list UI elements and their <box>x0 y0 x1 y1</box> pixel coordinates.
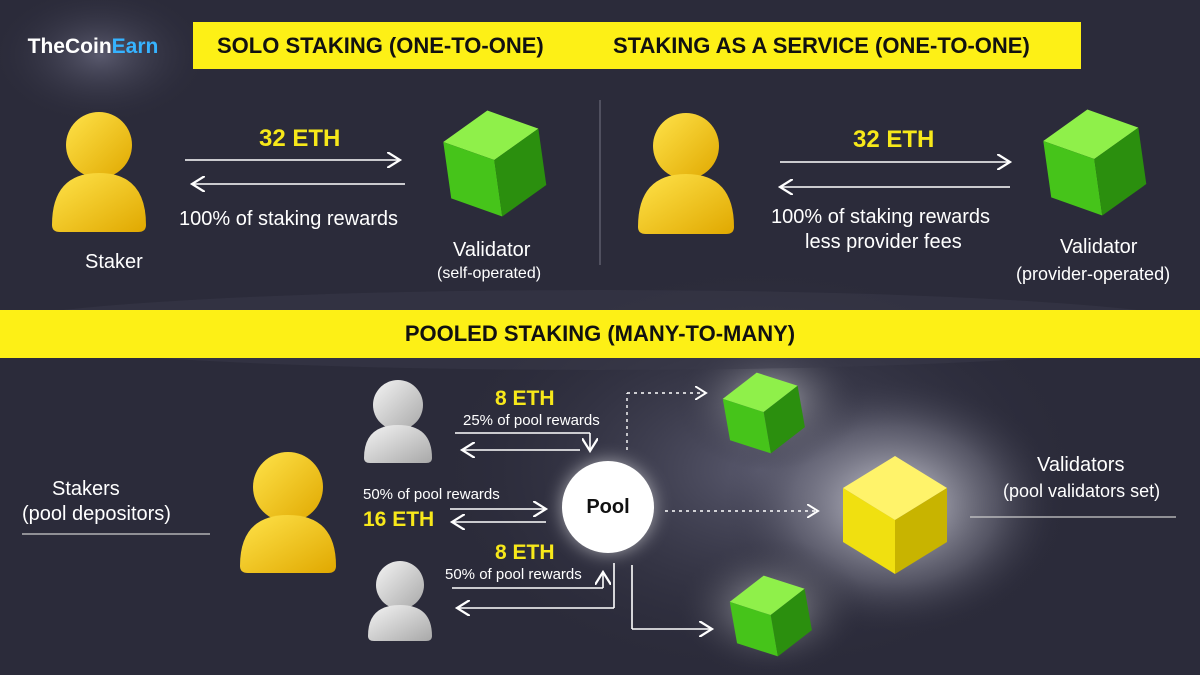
saas-heading: STAKING AS A SERVICE (ONE-TO-ONE) <box>613 32 1030 58</box>
pool-mid-deposit-label: 16 ETH <box>363 508 435 531</box>
validators-label: Validators <box>1037 454 1125 476</box>
solo-validator-label: Validator <box>453 239 531 261</box>
validators-note: (pool validators set) <box>1003 481 1161 501</box>
saas-validator-label: Validator <box>1060 236 1138 258</box>
saas-validator-note: (provider-operated) <box>1016 264 1171 284</box>
pooled-banner: POOLED STAKING (MANY-TO-MANY) <box>0 310 1200 358</box>
saas-staker-person-icon <box>638 113 734 234</box>
pool-top-deposit-label: 8 ETH <box>495 387 555 410</box>
pool-label: Pool <box>586 495 630 518</box>
pool-bottom-validator-cube-icon <box>729 575 812 657</box>
saas-validator-cube-icon <box>1043 109 1147 216</box>
saas-deposit-label: 32 ETH <box>853 126 935 153</box>
staker-bottom-person-icon <box>368 561 432 641</box>
pool-top-validator-cube-icon <box>722 372 805 454</box>
stakers-group-person-icon <box>240 452 336 573</box>
staker-label: Staker <box>85 251 143 273</box>
solo-rewards-label: 100% of staking rewards <box>179 208 399 230</box>
stakers-label: Stakers <box>52 478 120 500</box>
brand-name-part1: TheCoin <box>27 35 112 58</box>
pool-bottom-deposit-label: 8 ETH <box>495 541 555 564</box>
pool-top-rewards-label: 25% of pool rewards <box>463 412 600 429</box>
top-banner: SOLO STAKING (ONE-TO-ONE) STAKING AS A S… <box>193 22 1081 69</box>
pool-mid-rewards-label: 50% of pool rewards <box>363 486 500 503</box>
solo-validator-cube-icon <box>443 110 547 217</box>
solo-staking-heading: SOLO STAKING (ONE-TO-ONE) <box>217 32 544 58</box>
staker-person-icon <box>52 112 146 232</box>
brand-name-part2: Earn <box>111 35 159 58</box>
saas-rewards-line1: 100% of staking rewards <box>771 206 991 228</box>
saas-rewards-line2: less provider fees <box>805 231 962 253</box>
pooled-staking-heading: POOLED STAKING (MANY-TO-MANY) <box>404 321 796 346</box>
pool-node: Pool <box>562 461 654 553</box>
pool-bottom-rewards-label: 50% of pool rewards <box>445 566 582 583</box>
stakers-note: (pool depositors) <box>22 503 171 525</box>
solo-validator-note: (self-operated) <box>437 265 542 282</box>
solo-deposit-label: 32 ETH <box>259 125 341 152</box>
pool-center-validator-cube-icon <box>843 456 947 574</box>
staker-top-person-icon <box>364 380 432 463</box>
